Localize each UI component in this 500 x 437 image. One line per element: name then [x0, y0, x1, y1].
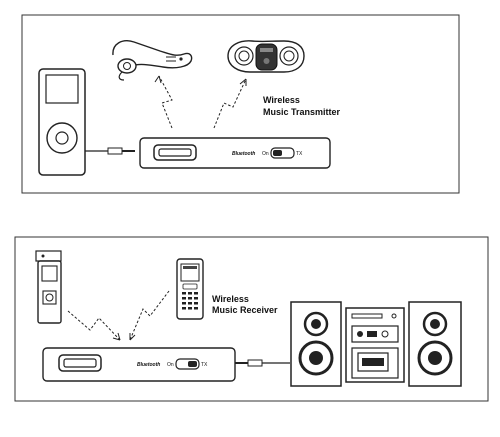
receiver-on-label: On	[167, 362, 174, 368]
receiver-label-line2: Music Receiver	[212, 305, 278, 315]
wireless-signal-icon	[154, 75, 247, 129]
audio-cable	[235, 359, 290, 367]
transmitter-label-line2: Music Transmitter	[263, 107, 341, 117]
wireless-signal-icon	[67, 290, 170, 341]
mobile-phone-icon	[176, 258, 204, 320]
receiver-off-label: TX	[201, 362, 208, 368]
transmitter-on-label: On	[262, 151, 269, 157]
transmitter-label-line1: Wireless	[263, 95, 300, 105]
transmitter-device: Bluetooth On TX	[139, 137, 331, 169]
speaker-left-icon	[290, 301, 342, 387]
transmitter-panel-frame	[21, 14, 460, 194]
stereo-system-icon	[290, 301, 462, 387]
speaker-right-icon	[408, 301, 462, 387]
portable-speaker-icon	[227, 40, 305, 73]
mp3-player-icon	[38, 68, 86, 176]
transmitter-brand-label: Bluetooth	[232, 151, 255, 157]
stereo-unit-icon	[345, 307, 405, 383]
transmitter-off-label: TX	[296, 151, 303, 157]
receiver-brand-label: Bluetooth	[137, 362, 160, 368]
receiver-panel-frame	[14, 236, 489, 402]
receiver-panel: Bluetooth On TX	[14, 236, 489, 402]
transmitter-panel: Bluetooth On TX Wireless Music Transmitt…	[21, 14, 460, 194]
receiver-label-line1: Wireless	[212, 294, 249, 304]
stereo-headset-icon	[112, 40, 193, 81]
mp3-player-icon	[35, 250, 62, 324]
audio-cable	[85, 147, 135, 155]
receiver-device: Bluetooth On TX	[42, 347, 236, 382]
